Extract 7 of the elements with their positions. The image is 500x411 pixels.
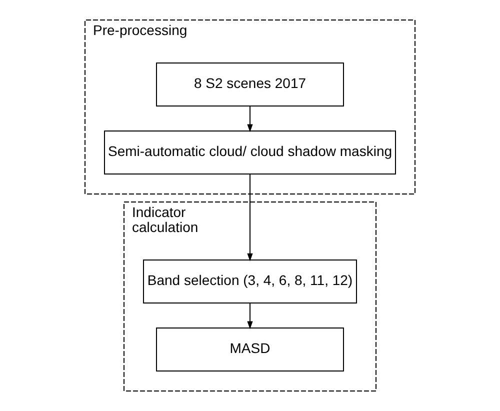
node-box: MASD (156, 328, 344, 372)
arrow (247, 302, 253, 330)
arrow (247, 106, 253, 132)
node-box: 8 S2 scenes 2017 (156, 62, 344, 106)
arrow (247, 174, 253, 262)
node-box: Semi-automatic cloud/ cloud shadow masking (104, 130, 396, 174)
node-box: Band selection (3, 4, 6, 8, 11, 12) (143, 260, 357, 304)
